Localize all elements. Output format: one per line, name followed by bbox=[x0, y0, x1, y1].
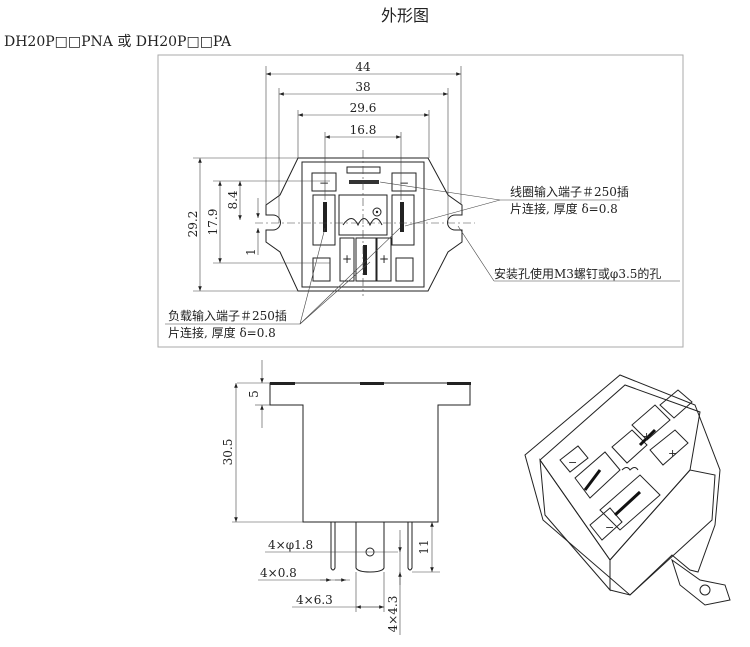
coil-note-line2: 片连接, 厚度 δ=0.8 bbox=[510, 201, 618, 216]
dim-pin-thickness: 4×0.8 bbox=[260, 566, 297, 580]
vertical-dimensions: 29.2 17.9 8.4 1 bbox=[186, 157, 330, 292]
dim-17-9: 17.9 bbox=[206, 209, 220, 236]
load-terminal-right bbox=[400, 202, 404, 232]
top-view-frame bbox=[157, 54, 684, 348]
dim-tab-length: 4×4.3 bbox=[386, 596, 400, 633]
center-slot bbox=[355, 237, 377, 282]
iso-ear bbox=[671, 558, 731, 606]
polarity-dot bbox=[372, 207, 382, 217]
side-body bbox=[269, 382, 471, 523]
coil-symbol bbox=[342, 218, 383, 227]
dim-44: 44 bbox=[355, 60, 371, 74]
drawing-title: 外形图 bbox=[381, 6, 429, 25]
dim-29-2: 29.2 bbox=[186, 211, 200, 238]
terminal-box-minus-right bbox=[391, 172, 417, 192]
top-slot bbox=[346, 166, 381, 174]
dim-pin-dia: 4×φ1.8 bbox=[268, 538, 313, 552]
dim-8-4: 8.4 bbox=[226, 190, 240, 209]
relay-body-outline bbox=[265, 157, 463, 292]
dim-11: 11 bbox=[417, 539, 431, 554]
dim-5: 5 bbox=[247, 390, 261, 398]
plus-slot-right bbox=[376, 237, 392, 282]
iso-top-face bbox=[539, 384, 701, 561]
dim-1: 1 bbox=[244, 248, 258, 256]
horizontal-dimensions: 44 38 29.6 16.8 bbox=[265, 60, 462, 223]
mount-hole-note: 安装孔使用M3螺钉或φ3.5的孔 bbox=[494, 266, 661, 281]
load-note-line1: 负载输入端子＃250插 bbox=[168, 308, 287, 323]
dim-16-8: 16.8 bbox=[350, 123, 377, 137]
dim-30-5: 30.5 bbox=[221, 439, 235, 466]
terminal-box-minus-left bbox=[311, 172, 337, 192]
center-terminal bbox=[363, 245, 367, 275]
iso-minus-mark-2: − bbox=[605, 521, 614, 534]
load-note-line2: 片连接, 厚度 δ=0.8 bbox=[168, 325, 276, 340]
load-slot-right bbox=[391, 194, 415, 246]
load-slot-left bbox=[312, 194, 336, 246]
dim-38: 38 bbox=[355, 80, 370, 94]
load-terminal-left bbox=[323, 202, 327, 232]
side-view: 5 30.5 11 4×φ1.8 4×0.8 4×6.3 4×4.3 bbox=[221, 360, 471, 635]
plus-slot-left bbox=[339, 237, 355, 282]
dim-tab-width: 4×6.3 bbox=[296, 593, 333, 607]
minus-mark-right: − bbox=[399, 176, 409, 190]
iso-outline bbox=[524, 374, 721, 596]
corner-box-left bbox=[312, 257, 331, 282]
iso-plus-mark-2: + bbox=[668, 447, 677, 460]
isometric-view: − − + + bbox=[524, 374, 731, 606]
iso-minus-mark-1: − bbox=[568, 456, 577, 469]
dim-29-6: 29.6 bbox=[350, 101, 377, 115]
plus-mark-left: + bbox=[342, 252, 352, 266]
plus-mark-right: + bbox=[379, 252, 389, 266]
minus-mark-left: − bbox=[319, 176, 329, 190]
top-view: − − + + 44 38 29.6 bbox=[165, 60, 680, 340]
coil-note-line1: 线圈输入端子＃250插 bbox=[510, 184, 629, 199]
model-line: DH20P□□PNA 或 DH20P□□PA bbox=[4, 34, 232, 50]
coil-terminal-top bbox=[349, 180, 379, 184]
iso-plus-mark-1: + bbox=[642, 430, 651, 443]
corner-box-right bbox=[395, 257, 414, 282]
